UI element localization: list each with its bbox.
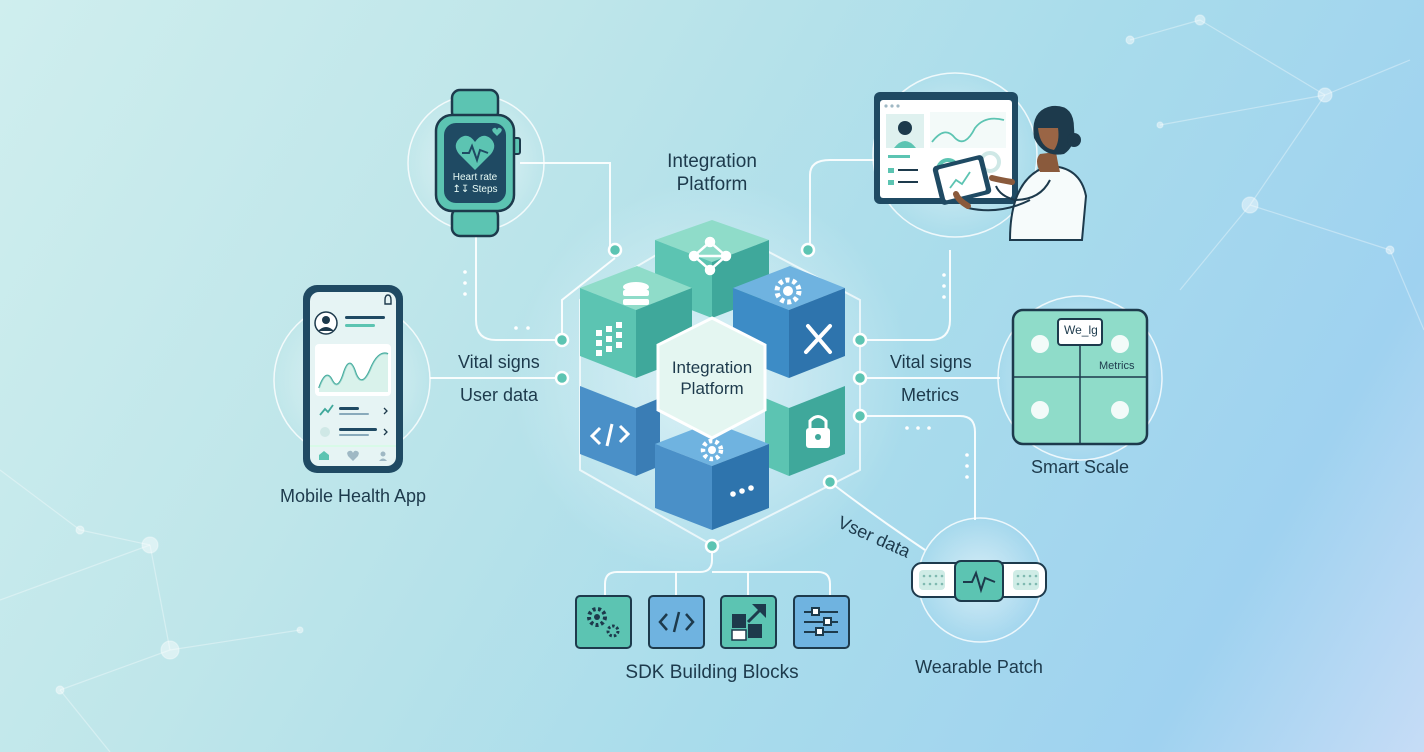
gear-icon	[700, 438, 724, 462]
scale-metrics-text: Metrics	[1099, 360, 1135, 372]
tools-icon	[804, 324, 832, 354]
watch-steps: Steps	[471, 184, 498, 195]
notification-icon	[384, 294, 392, 305]
smart-scale[interactable]	[1011, 308, 1149, 446]
background-network	[0, 14, 1424, 752]
title-line-2: Platform	[676, 174, 748, 195]
steps-icon: ↥↧	[452, 184, 470, 195]
grid-icon	[596, 322, 622, 356]
trend-icon	[319, 404, 334, 416]
settings-list-icon	[804, 607, 838, 636]
database-icon	[623, 282, 649, 305]
sdk-block-settings[interactable]	[793, 595, 850, 649]
pulse-icon	[963, 570, 996, 594]
code-icon	[658, 611, 695, 633]
sdk-block-code[interactable]	[648, 595, 705, 649]
watch-screen-text: Heart rate ↥↧ Steps	[452, 172, 497, 196]
connector-dots	[463, 270, 969, 479]
gear-icon	[774, 277, 802, 305]
watch-steps-row: ↥↧ Steps	[452, 184, 497, 196]
profile-tab-icon[interactable]	[380, 451, 386, 457]
doctor-monitor[interactable]	[874, 92, 1088, 241]
integration-core[interactable]	[580, 220, 845, 530]
smartwatch[interactable]	[434, 88, 521, 238]
sdk-building-blocks-label: SDK Building Blocks	[625, 662, 799, 683]
wearable-patch[interactable]	[911, 560, 1047, 602]
mobile-health-app-label: Mobile Health App	[279, 486, 427, 506]
sdk-block-puzzle[interactable]	[720, 595, 777, 649]
small-heart-icon	[492, 127, 502, 136]
doctor-avatar	[898, 121, 912, 135]
wearable-patch-label: Wearable Patch	[915, 657, 1043, 677]
puzzle-icon	[731, 604, 766, 641]
dots-icon	[730, 485, 754, 497]
core-label: Integration Platform	[672, 357, 752, 399]
connector-nodes	[554, 242, 868, 554]
code-cube[interactable]	[580, 386, 660, 476]
network-cube[interactable]	[655, 220, 769, 318]
scale-screen-text: We_lg	[1064, 323, 1098, 337]
left-user-data-label: User data	[460, 385, 539, 405]
right-vital-signs-label: Vital signs	[890, 352, 972, 372]
watch-heart-rate: Heart rate	[452, 172, 498, 183]
core-hexagon[interactable]	[656, 316, 767, 440]
database-cube[interactable]	[580, 266, 692, 378]
home-icon[interactable]	[319, 451, 329, 460]
mobile-phone[interactable]	[303, 285, 403, 473]
title-line-1: Integration	[667, 151, 757, 172]
left-vital-signs-label: Vital signs	[458, 352, 540, 372]
smart-scale-label: Smart Scale	[1030, 457, 1130, 477]
lock-cube[interactable]	[765, 386, 845, 476]
integration-platform-title: Integration Platform	[667, 150, 757, 196]
network-icon	[688, 236, 732, 276]
heart-tab-icon[interactable]	[347, 450, 359, 461]
core-label-line-1: Integration	[671, 358, 753, 377]
sdk-block-gears[interactable]	[575, 595, 632, 649]
code-icon	[589, 423, 631, 447]
right-metrics-label: Metrics	[901, 385, 959, 405]
dots-cube[interactable]	[655, 422, 769, 530]
lock-icon	[806, 415, 830, 448]
core-label-line-2: Platform	[680, 379, 744, 398]
